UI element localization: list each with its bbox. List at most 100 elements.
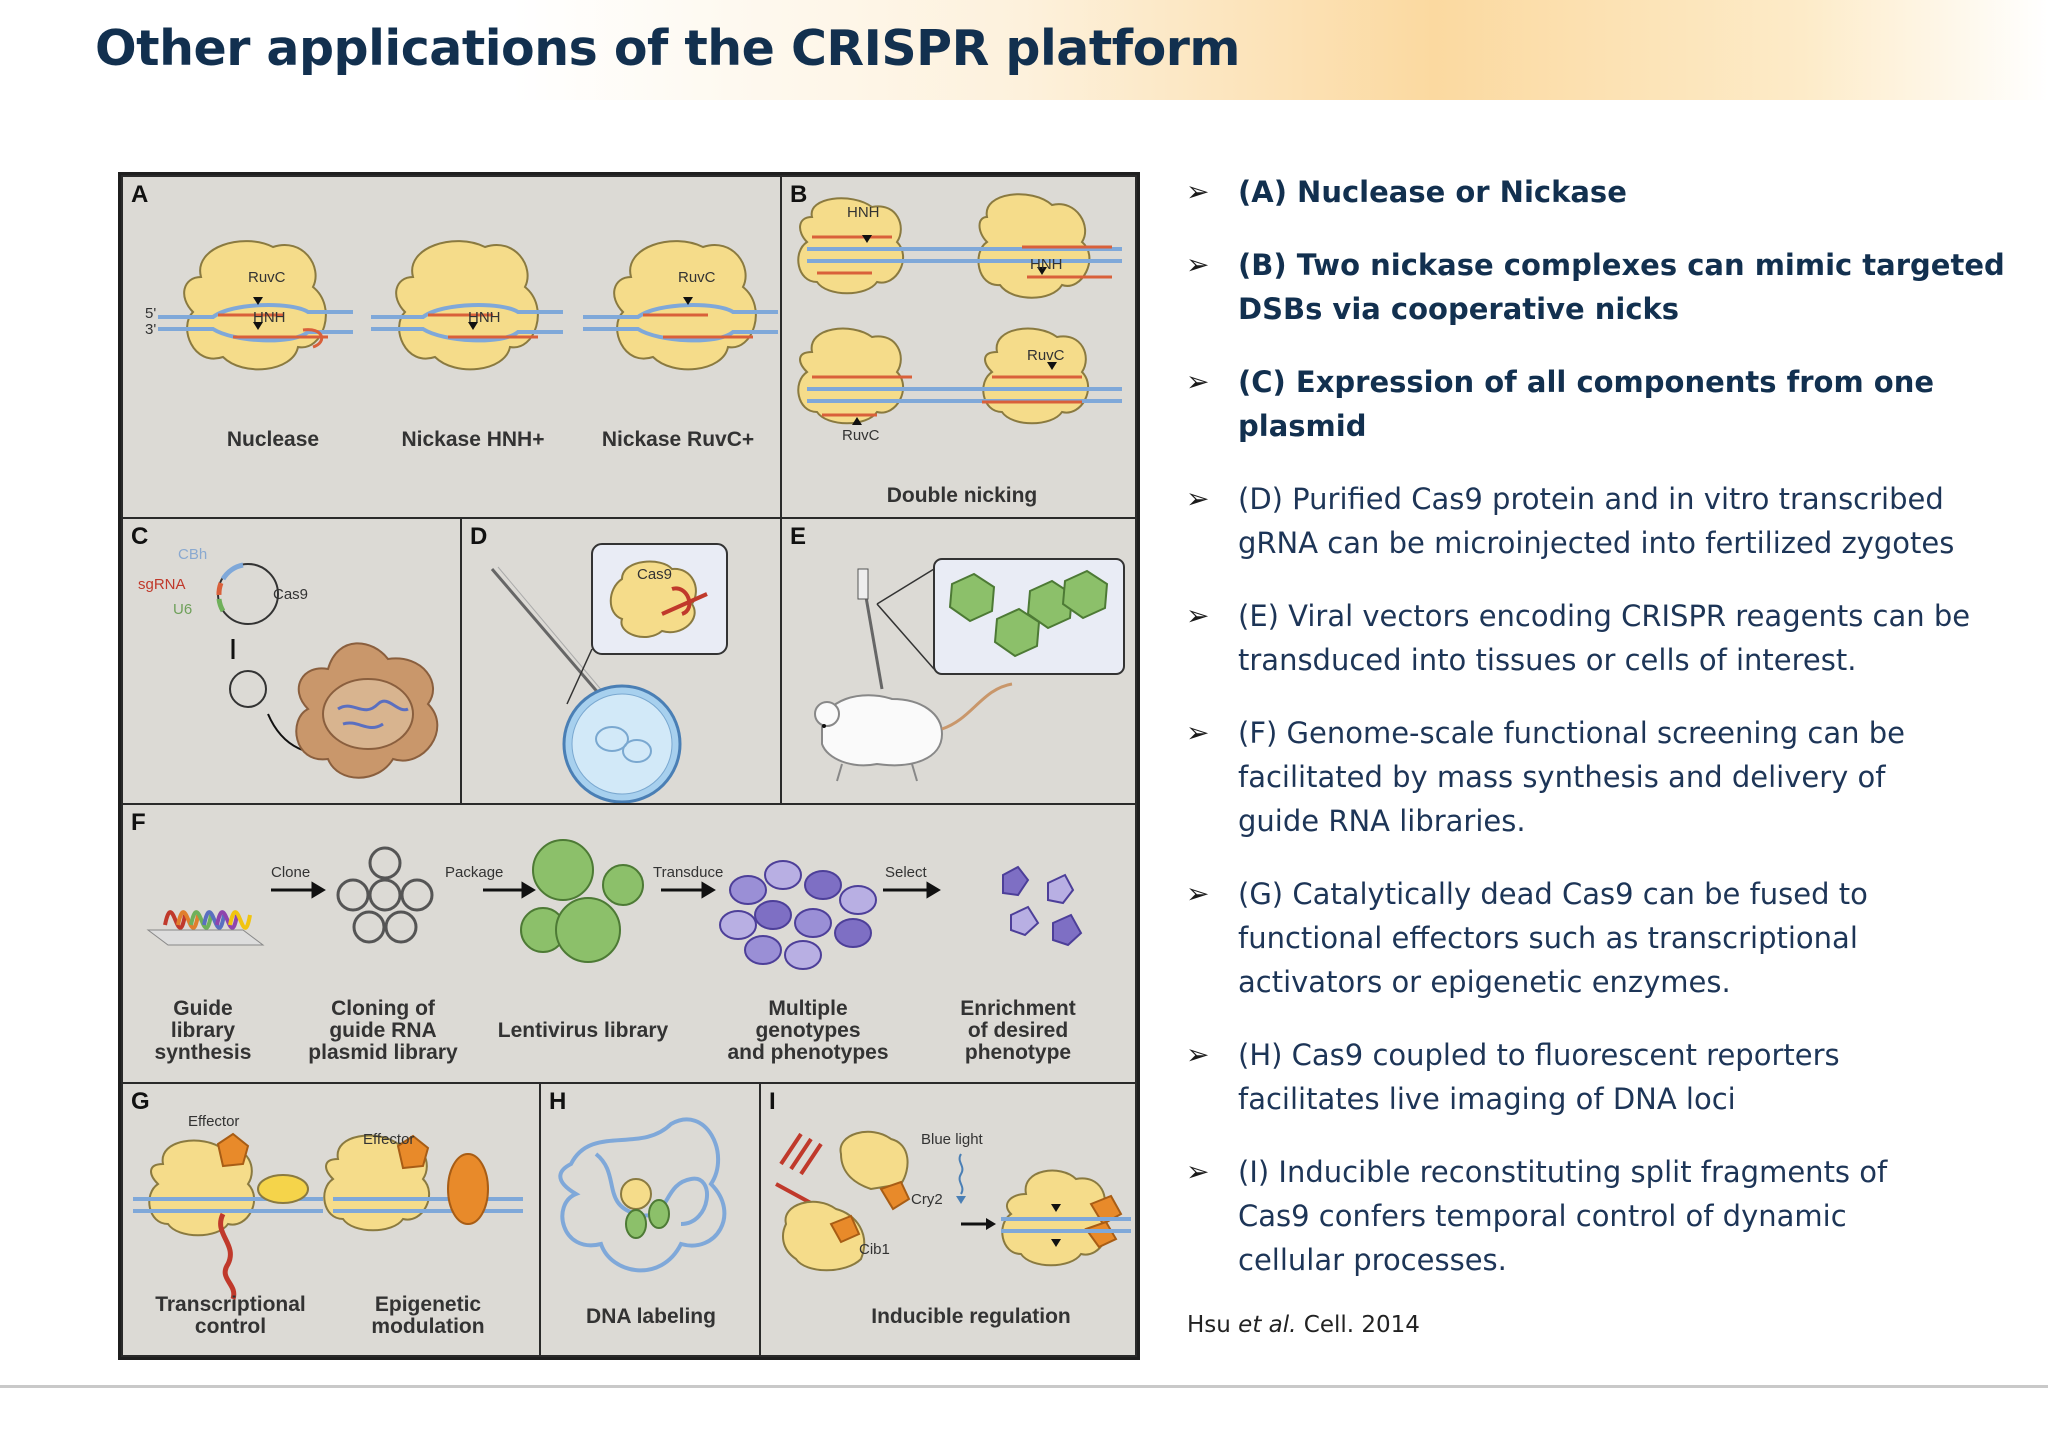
arrow-bullet-icon: ➢: [1186, 248, 1210, 281]
panel-a-illustration: RuvC HNH HNH RuvC 5' 3': [145, 240, 778, 371]
dna-strands: [133, 1197, 523, 1213]
bullet-line: gRNA can be microinjected into fertilize…: [1238, 526, 1955, 560]
cry2-tag: Cry2: [911, 1191, 943, 1208]
cut-marker: [253, 297, 263, 305]
bullet-item-f: ➢ (F) Genome-scale functional screening …: [1183, 711, 2013, 843]
effector-tag: Effector: [188, 1113, 239, 1130]
caption-guide-library: Guide library synthesis: [154, 997, 252, 1064]
dna-strands: [1001, 1217, 1131, 1233]
cas9-complex: [797, 197, 904, 295]
bullet-item-b: ➢ (B) Two nickase complexes can mimic ta…: [1183, 243, 2013, 331]
arrow-bullet-icon: ➢: [1186, 482, 1210, 515]
panel-i-illustration: Cry2 Cib1 Blue light: [775, 1130, 1131, 1272]
cut-marker: [1037, 267, 1047, 275]
mouse: [821, 694, 944, 767]
guide-library: [146, 910, 265, 946]
panel-d-illustration: Cas9: [490, 543, 728, 803]
panel-label: H: [549, 1088, 567, 1115]
caption-transcriptional-control: Transcriptional control: [155, 1293, 306, 1338]
guide-rna: [812, 235, 1112, 417]
bullet-item-a: ➢ (A) Nuclease or Nickase: [1183, 170, 2013, 214]
caption-cloning: Cloning of guide RNA plasmid library: [308, 997, 458, 1064]
cas9-tag: Cas9: [637, 566, 672, 583]
sgrna-tag: sgRNA: [138, 576, 186, 593]
grna: [661, 586, 708, 616]
panel-h-illustration: [558, 1117, 727, 1273]
caption-dna-labeling: DNA labeling: [586, 1305, 716, 1328]
footer-divider: [0, 1385, 2048, 1388]
bullet-item-g: ➢ (G) Catalytically dead Cas9 can be fus…: [1183, 872, 2013, 1004]
bullet-line: (E) Viral vectors encoding CRISPR reagen…: [1238, 599, 1971, 633]
panel-f: F Clone Package Transduce Select: [121, 803, 1137, 1084]
cut-marker: [468, 322, 478, 330]
caption-double-nicking: Double nicking: [886, 484, 1038, 507]
panel-c: C CBh sgRNA U6 Cas9: [121, 517, 462, 805]
panel-label: F: [131, 809, 146, 836]
panel-h: H DNA labeling: [539, 1082, 761, 1357]
arrow-bullet-icon: ➢: [1186, 877, 1210, 910]
strand-5-label: 5': [145, 305, 156, 322]
fluorescent-reporter: [625, 1209, 647, 1239]
bullet-line: activators or epigenetic enzymes.: [1238, 965, 1731, 999]
bullet-line: (F) Genome-scale functional screening ca…: [1238, 716, 1905, 750]
guide-rna: [218, 313, 753, 349]
strand-3-label: 3': [145, 321, 156, 338]
cas9-fragment: [839, 1130, 909, 1191]
hnh-tag: HNH: [847, 204, 880, 221]
bullet-list: ➢ (A) Nuclease or Nickase ➢ (B) Two nick…: [1183, 170, 2013, 1282]
transduced-cells: [719, 860, 877, 970]
arrow-bullet-icon: ➢: [1186, 175, 1210, 208]
arrow-label-transduce: Transduce: [653, 864, 723, 881]
hnh-tag: HNH: [1030, 256, 1063, 273]
bullet-item-d: ➢ (D) Purified Cas9 protein and in vitro…: [1183, 477, 2013, 565]
bullet-line: (B) Two nickase complexes can mimic targ…: [1238, 248, 2005, 282]
cut-marker: [1047, 362, 1057, 370]
effector: [216, 1132, 250, 1168]
plasmid-small: [229, 670, 267, 708]
arrow-bullet-icon: ➢: [1186, 365, 1210, 398]
ruvc-tag: RuvC: [1027, 347, 1065, 364]
arrow-label-select: Select: [885, 864, 928, 881]
arrow-bullet-icon: ➢: [1186, 716, 1210, 749]
caption-lentivirus: Lentivirus library: [497, 1019, 669, 1042]
bullet-line: guide RNA libraries.: [1238, 804, 1526, 838]
cry2: [879, 1180, 911, 1211]
ruvc-tag: RuvC: [842, 427, 880, 444]
flow-arrows: [271, 881, 941, 899]
cut-marker: [862, 235, 872, 243]
panel-label: D: [470, 523, 488, 550]
bullet-line: (A) Nuclease or Nickase: [1238, 175, 1627, 209]
nucleus: [322, 678, 414, 750]
arrow-bullet-icon: ➢: [1186, 1038, 1210, 1071]
slide-title: Other applications of the CRISPR platfor…: [95, 20, 1240, 77]
panel-c-illustration: CBh sgRNA U6 Cas9: [138, 546, 439, 779]
citation-etal: et al.: [1238, 1312, 1297, 1338]
cib1-tag: Cib1: [859, 1241, 890, 1258]
panel-label: A: [131, 181, 149, 208]
blue-light-tag: Blue light: [921, 1131, 984, 1148]
effector: [396, 1134, 430, 1170]
cut-marker: [683, 297, 693, 305]
cut-marker: [852, 417, 862, 425]
caption-multiple-genotypes: Multiple genotypes and phenotypes: [727, 997, 889, 1064]
mouse-tail: [941, 682, 1013, 731]
bullet-line: DSBs via cooperative nicks: [1238, 292, 1680, 326]
dna-strands: [158, 303, 778, 343]
citation-author: Hsu: [1187, 1312, 1231, 1338]
caption-nuclease: Nuclease: [226, 428, 320, 451]
panel-label: C: [131, 523, 149, 550]
chromatin: [558, 1117, 727, 1273]
light-wave: [958, 1153, 964, 1195]
viral-particles: [948, 569, 1109, 658]
panel-label: G: [131, 1088, 150, 1115]
panel-b-illustration: HNH HNH RuvC RuvC: [797, 193, 1122, 444]
lentivirus-library: [520, 839, 644, 963]
panel-label: E: [790, 523, 807, 550]
panel-i: I Cry2 Cib1 Blue light Inducible regulat…: [759, 1082, 1137, 1357]
crispr-figure: A: [118, 172, 1140, 1360]
bullet-line: functional effectors such as transcripti…: [1238, 921, 1858, 955]
plasmid-library: [336, 846, 434, 944]
dcas9: [620, 1178, 652, 1210]
cas9-tag: Cas9: [273, 586, 308, 603]
panel-a: A: [121, 175, 782, 519]
